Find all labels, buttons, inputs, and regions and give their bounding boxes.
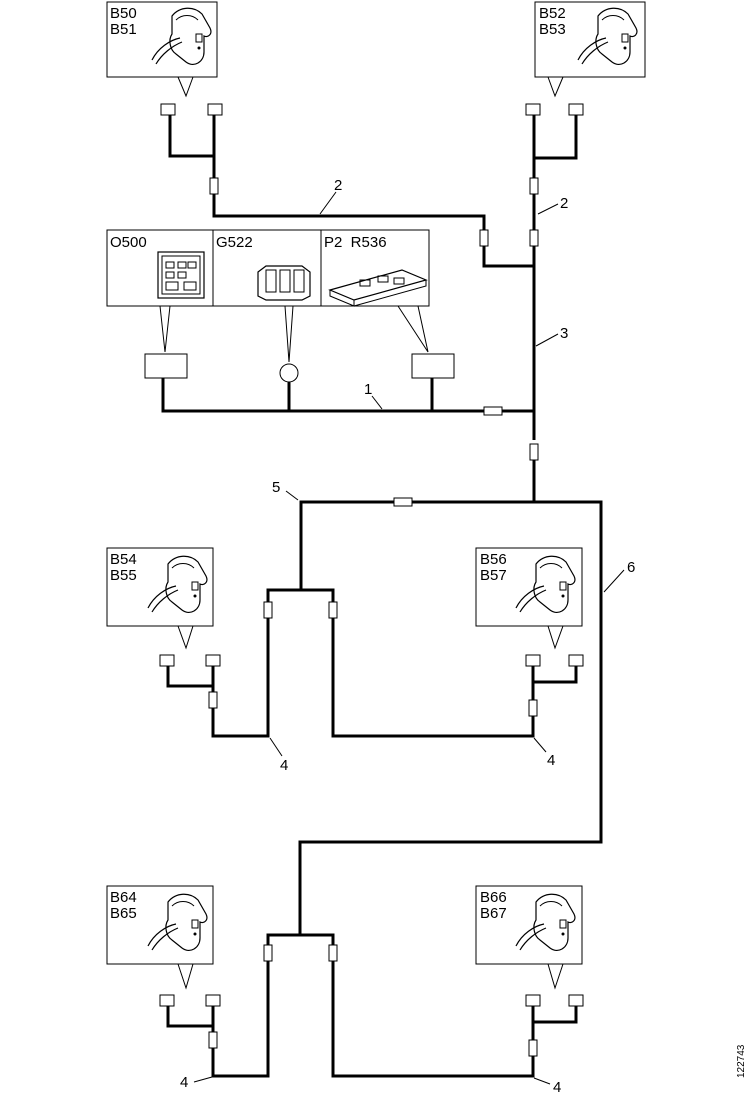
inline-connector [328, 944, 338, 962]
inline-connector [529, 443, 539, 461]
figure-reference: 122743 [736, 1044, 747, 1078]
control-harness [144, 353, 534, 416]
plug-connector [525, 103, 541, 116]
wire-number-4-bottom-left: 4 [180, 1074, 188, 1091]
inline-connector [529, 229, 539, 247]
plug-connector [159, 994, 175, 1007]
sensor-circle [279, 363, 299, 383]
wire-number-2-right: 2 [560, 195, 568, 212]
top-right-harness [525, 103, 584, 502]
sensor-label-1: B56 [480, 551, 507, 568]
wire-number-1: 1 [364, 381, 372, 398]
inline-connector [263, 601, 273, 619]
inline-connector [208, 691, 218, 709]
sensor-label-1: B50 [110, 5, 137, 22]
plug-connector [205, 994, 221, 1007]
plug-connector [160, 103, 176, 116]
sensor-box-bottom-right: B66 B67 [475, 885, 584, 1057]
top-left-harness [160, 103, 534, 268]
inline-connector [209, 177, 219, 195]
sensor-label-1: B64 [110, 889, 137, 906]
sensor-box-top-right: B52 B53 [534, 1, 646, 98]
panel-label-p2-r536: P2 R536 [324, 234, 387, 251]
control-unit-icon [157, 251, 205, 299]
mid-harness [211, 497, 603, 1078]
inline-connector [393, 497, 413, 507]
plug-connector [568, 103, 584, 116]
inline-connector [528, 1039, 538, 1057]
wire-number-4-mid-right: 4 [547, 752, 555, 769]
sensor-label-1: B52 [539, 5, 566, 22]
sensor-label-1: B54 [110, 551, 137, 568]
control-panel: O500 G522 P2 R536 [106, 229, 430, 363]
plug-connector [207, 103, 223, 116]
sensor-box-top-left: B50 B51 [106, 1, 218, 98]
sensor-label-2: B57 [480, 567, 507, 584]
plug-connector [525, 654, 541, 667]
inline-connector [263, 944, 273, 962]
wire-number-4-mid-left: 4 [280, 757, 288, 774]
sensor-label-2: B67 [480, 905, 507, 922]
sensor-cluster-icon [257, 265, 311, 301]
module-box [411, 353, 455, 379]
sensor-label-2: B51 [110, 21, 137, 38]
sensor-label-2: B53 [539, 21, 566, 38]
wire-number-4-bottom-right: 4 [553, 1079, 561, 1096]
inline-connector [529, 177, 539, 195]
plug-connector [568, 994, 584, 1007]
circuit-board-icon [328, 269, 428, 307]
module-box [144, 353, 188, 379]
inline-connector [483, 406, 503, 416]
wire-callouts: 2 2 3 1 5 6 4 4 4 4 [180, 177, 635, 1096]
sensor-label-2: B65 [110, 905, 137, 922]
inline-connector [479, 229, 489, 247]
plug-connector [525, 994, 541, 1007]
wire-number-3: 3 [560, 325, 568, 342]
inline-connector [528, 699, 538, 717]
inline-connector [328, 601, 338, 619]
panel-label-g522: G522 [216, 234, 253, 251]
sensor-label-1: B66 [480, 889, 507, 906]
panel-label-o500: O500 [110, 234, 147, 251]
sensor-label-2: B55 [110, 567, 137, 584]
inline-connector [208, 1031, 218, 1049]
plug-connector [205, 654, 221, 667]
sensor-box-bottom-left: B64 B65 [106, 885, 221, 1049]
wire-number-2-left: 2 [334, 177, 342, 194]
wire-number-6: 6 [627, 559, 635, 576]
sensor-box-mid-left: B54 B55 [106, 547, 221, 709]
sensor-box-mid-right: B56 B57 [475, 547, 584, 717]
plug-connector [568, 654, 584, 667]
wire-number-5: 5 [272, 479, 280, 496]
plug-connector [159, 654, 175, 667]
